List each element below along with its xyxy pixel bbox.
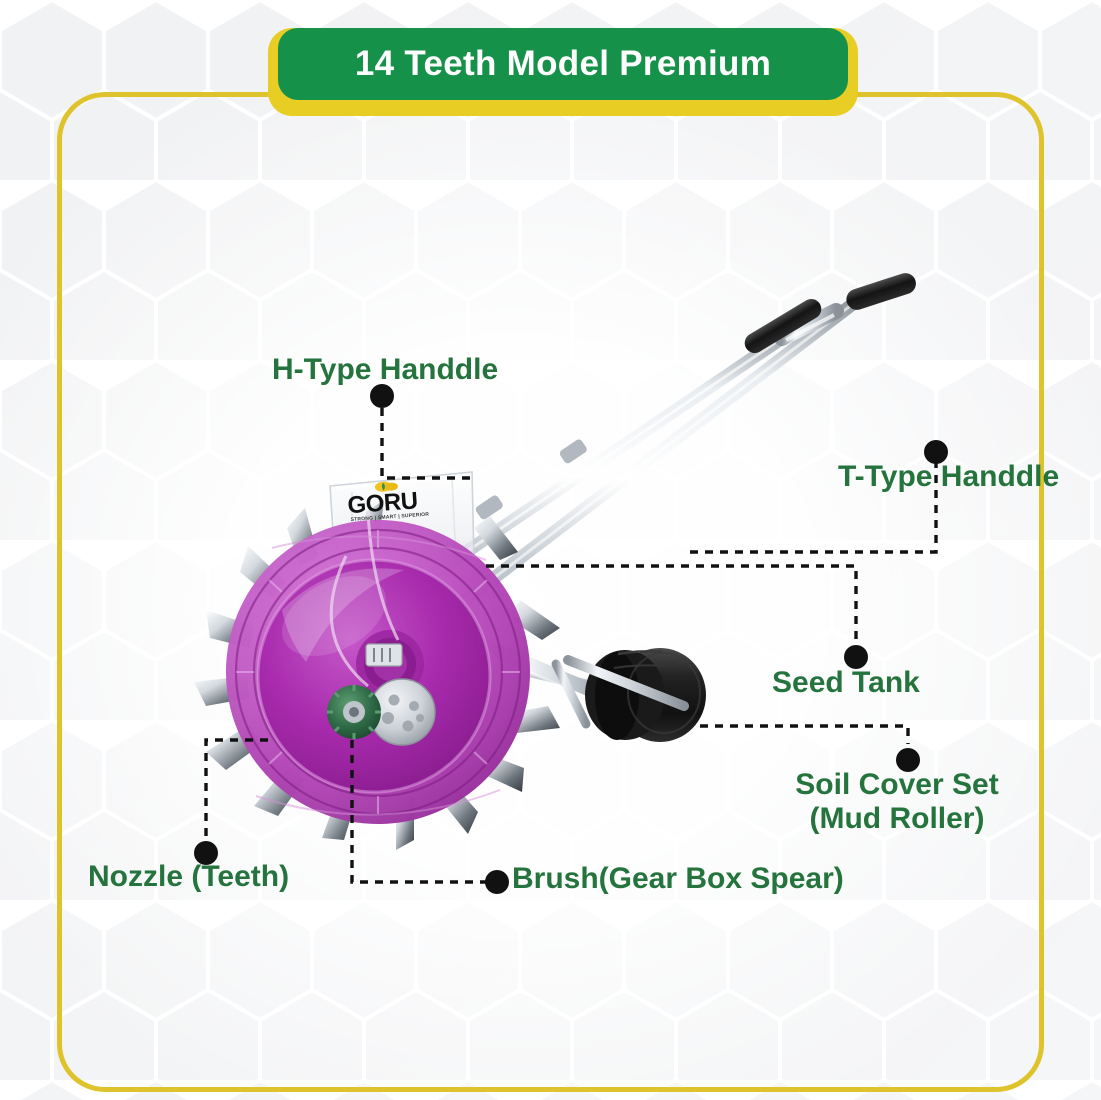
callout-label-nozzle-teeth: Nozzle (Teeth) bbox=[88, 860, 290, 893]
callout-label-t-type-handle: T-Type Handdle bbox=[838, 460, 1060, 493]
callout-label-soil-cover-line2: (Mud Roller) bbox=[809, 801, 985, 835]
leader-h-type bbox=[380, 388, 470, 480]
leader-nozzle bbox=[204, 738, 268, 846]
callout-label-soil-cover-set: Soil Cover Set (Mud Roller) bbox=[786, 768, 1008, 835]
leader-soil-cover bbox=[700, 724, 910, 744]
callout-label-h-type-handle: H-Type Handdle bbox=[272, 353, 499, 386]
dot-brush bbox=[485, 870, 509, 894]
leader-seed-tank bbox=[486, 564, 858, 640]
page-title: 14 Teeth Model Premium bbox=[354, 44, 772, 83]
leader-brush bbox=[350, 740, 492, 884]
callout-label-soil-cover-line1: Soil Cover Set bbox=[795, 768, 999, 801]
title-banner: 14 Teeth Model Premium bbox=[278, 28, 848, 100]
dot-h-type bbox=[370, 384, 394, 408]
callout-label-seed-tank: Seed Tank bbox=[772, 666, 920, 699]
goru-brand-logo: GORU STRONG | SMART | SUPERIOR bbox=[347, 481, 442, 534]
callout-label-brush-gear-box-spear: Brush(Gear Box Spear) bbox=[512, 862, 844, 895]
